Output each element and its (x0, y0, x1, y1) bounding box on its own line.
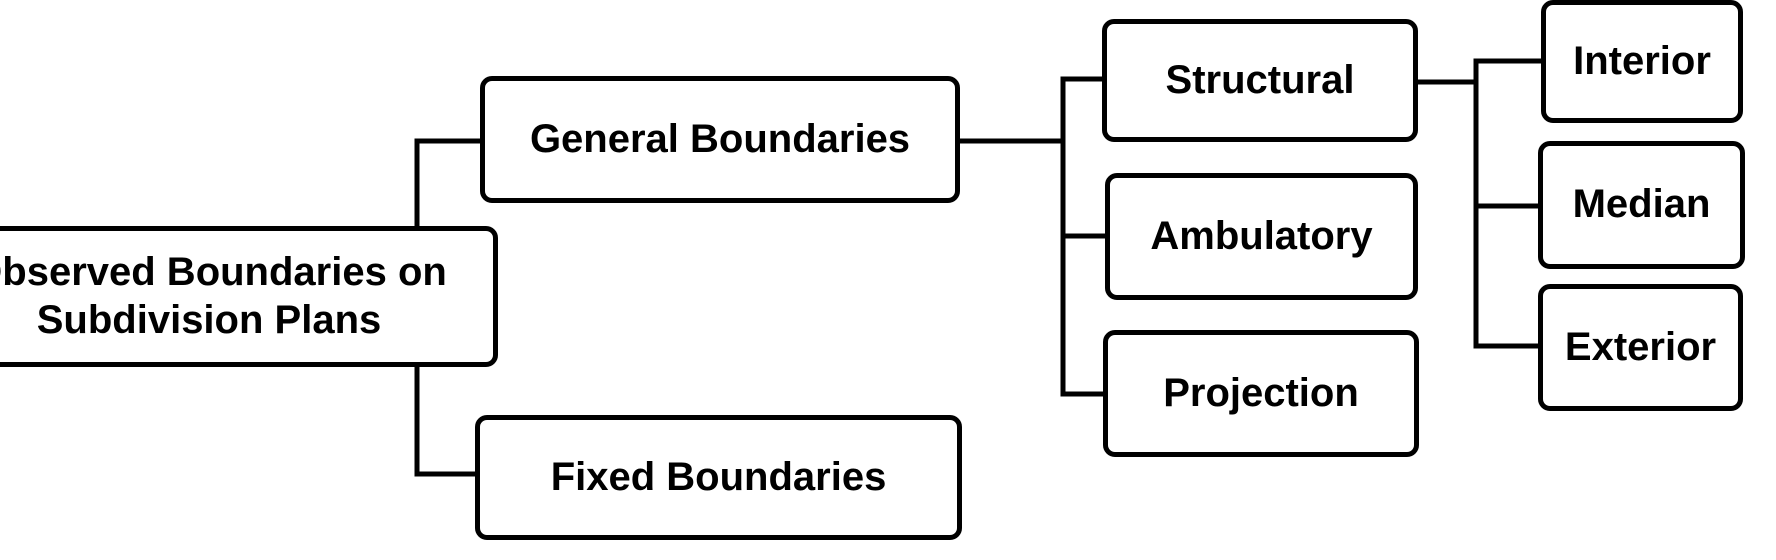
connector-root-to-fixed (414, 364, 478, 477)
median-label: Median (1572, 182, 1711, 227)
general-boundaries-label: General Boundaries (529, 116, 911, 161)
ambulatory-label: Ambulatory (1150, 213, 1373, 258)
projection-node: Projection (1103, 330, 1419, 457)
interior-node: Interior (1541, 0, 1743, 123)
ambulatory-node: Ambulatory (1105, 173, 1418, 300)
root-node-line2: Subdivision Plans (36, 297, 382, 342)
interior-label: Interior (1573, 38, 1711, 83)
structural-label: Structural (1165, 57, 1355, 102)
projection-label: Projection (1163, 370, 1359, 415)
exterior-label: Exterior (1564, 324, 1717, 369)
fixed-boundaries-node: Fixed Boundaries (475, 415, 962, 540)
root-node-line1: Observed Boundaries on (0, 250, 447, 295)
connector-root-to-general (414, 138, 483, 229)
median-node: Median (1538, 141, 1745, 269)
structural-node: Structural (1102, 19, 1418, 142)
root-node: Observed Boundaries on Subdivision Plans (0, 226, 498, 367)
fixed-boundaries-label: Fixed Boundaries (550, 454, 887, 499)
general-boundaries-node: General Boundaries (480, 76, 960, 203)
exterior-node: Exterior (1538, 284, 1743, 411)
